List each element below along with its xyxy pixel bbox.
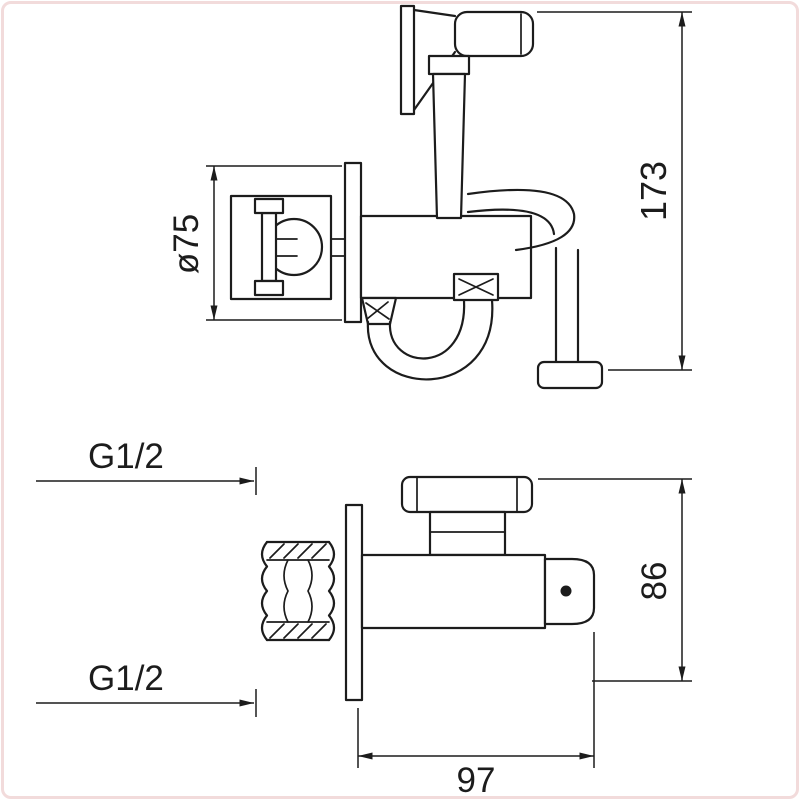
dim-depth-ext-lines: [538, 478, 692, 682]
top-view: G1/2 G1/2 86 97: [36, 437, 692, 800]
bracket-hook-outer: [466, 188, 576, 252]
dim-height-ext-lines: [537, 11, 692, 371]
screw-dot: [560, 585, 572, 597]
dim-overall-height: 173: [537, 11, 692, 371]
hose-fitting-left: [360, 296, 398, 326]
bracket-foot: [536, 360, 604, 390]
callout-outlet-thread: G1/2: [36, 659, 257, 717]
hose-inner-curve: [388, 298, 466, 360]
dim-width-ext-lines: [357, 632, 595, 768]
knob-cross-bar: [260, 211, 278, 283]
valve-body-side: [359, 214, 533, 300]
dim-body-width: 97: [357, 632, 595, 800]
valve-neck-top: [428, 510, 507, 557]
valve-body-top: [360, 553, 547, 630]
thread-end-lines: [265, 540, 331, 642]
hose-outer-curve: [366, 298, 494, 381]
label-outlet-thread: G1/2: [88, 659, 164, 698]
dim-escutcheon-diameter: ø75: [167, 165, 342, 321]
holder-posts: [416, 476, 518, 513]
wall-escutcheon-edge: [343, 161, 363, 324]
handle-collar: [427, 54, 471, 76]
dim-label-overall-height: 173: [633, 161, 674, 221]
knob-cap-top: [253, 197, 285, 215]
knob-stem-lines: [275, 238, 346, 257]
thread-mid-waves: [283, 559, 313, 623]
callout-inlet-thread: G1/2: [36, 437, 257, 495]
dim-label-escutcheon-diameter: ø75: [167, 214, 206, 274]
dim-diameter-ext-lines: [206, 165, 342, 321]
holder-top: [400, 475, 534, 514]
thread-divider-lines: [266, 559, 330, 623]
wall-plate-top: [344, 503, 364, 702]
spray-face-plate: [399, 4, 416, 116]
hose-nut-right-hatch: [458, 278, 494, 296]
label-inlet-thread: G1/2: [88, 437, 164, 476]
side-view: 173 ø75: [167, 4, 692, 390]
handle-grip: [431, 72, 467, 220]
dim-body-depth: 86: [538, 478, 692, 682]
thread-right-wave: [327, 540, 336, 642]
spray-head: [453, 10, 535, 58]
thread-hatch: [269, 543, 327, 639]
bracket-hook-inner: [466, 208, 556, 236]
thread-connector: [260, 540, 336, 642]
dim-label-body-width: 97: [457, 761, 496, 800]
hose-fitting-left-hatch: [365, 301, 390, 320]
thread-left-wave: [260, 540, 269, 642]
dim-label-body-depth: 86: [635, 562, 674, 601]
knob-cap-bottom: [253, 279, 285, 297]
bracket-arm: [554, 246, 580, 364]
